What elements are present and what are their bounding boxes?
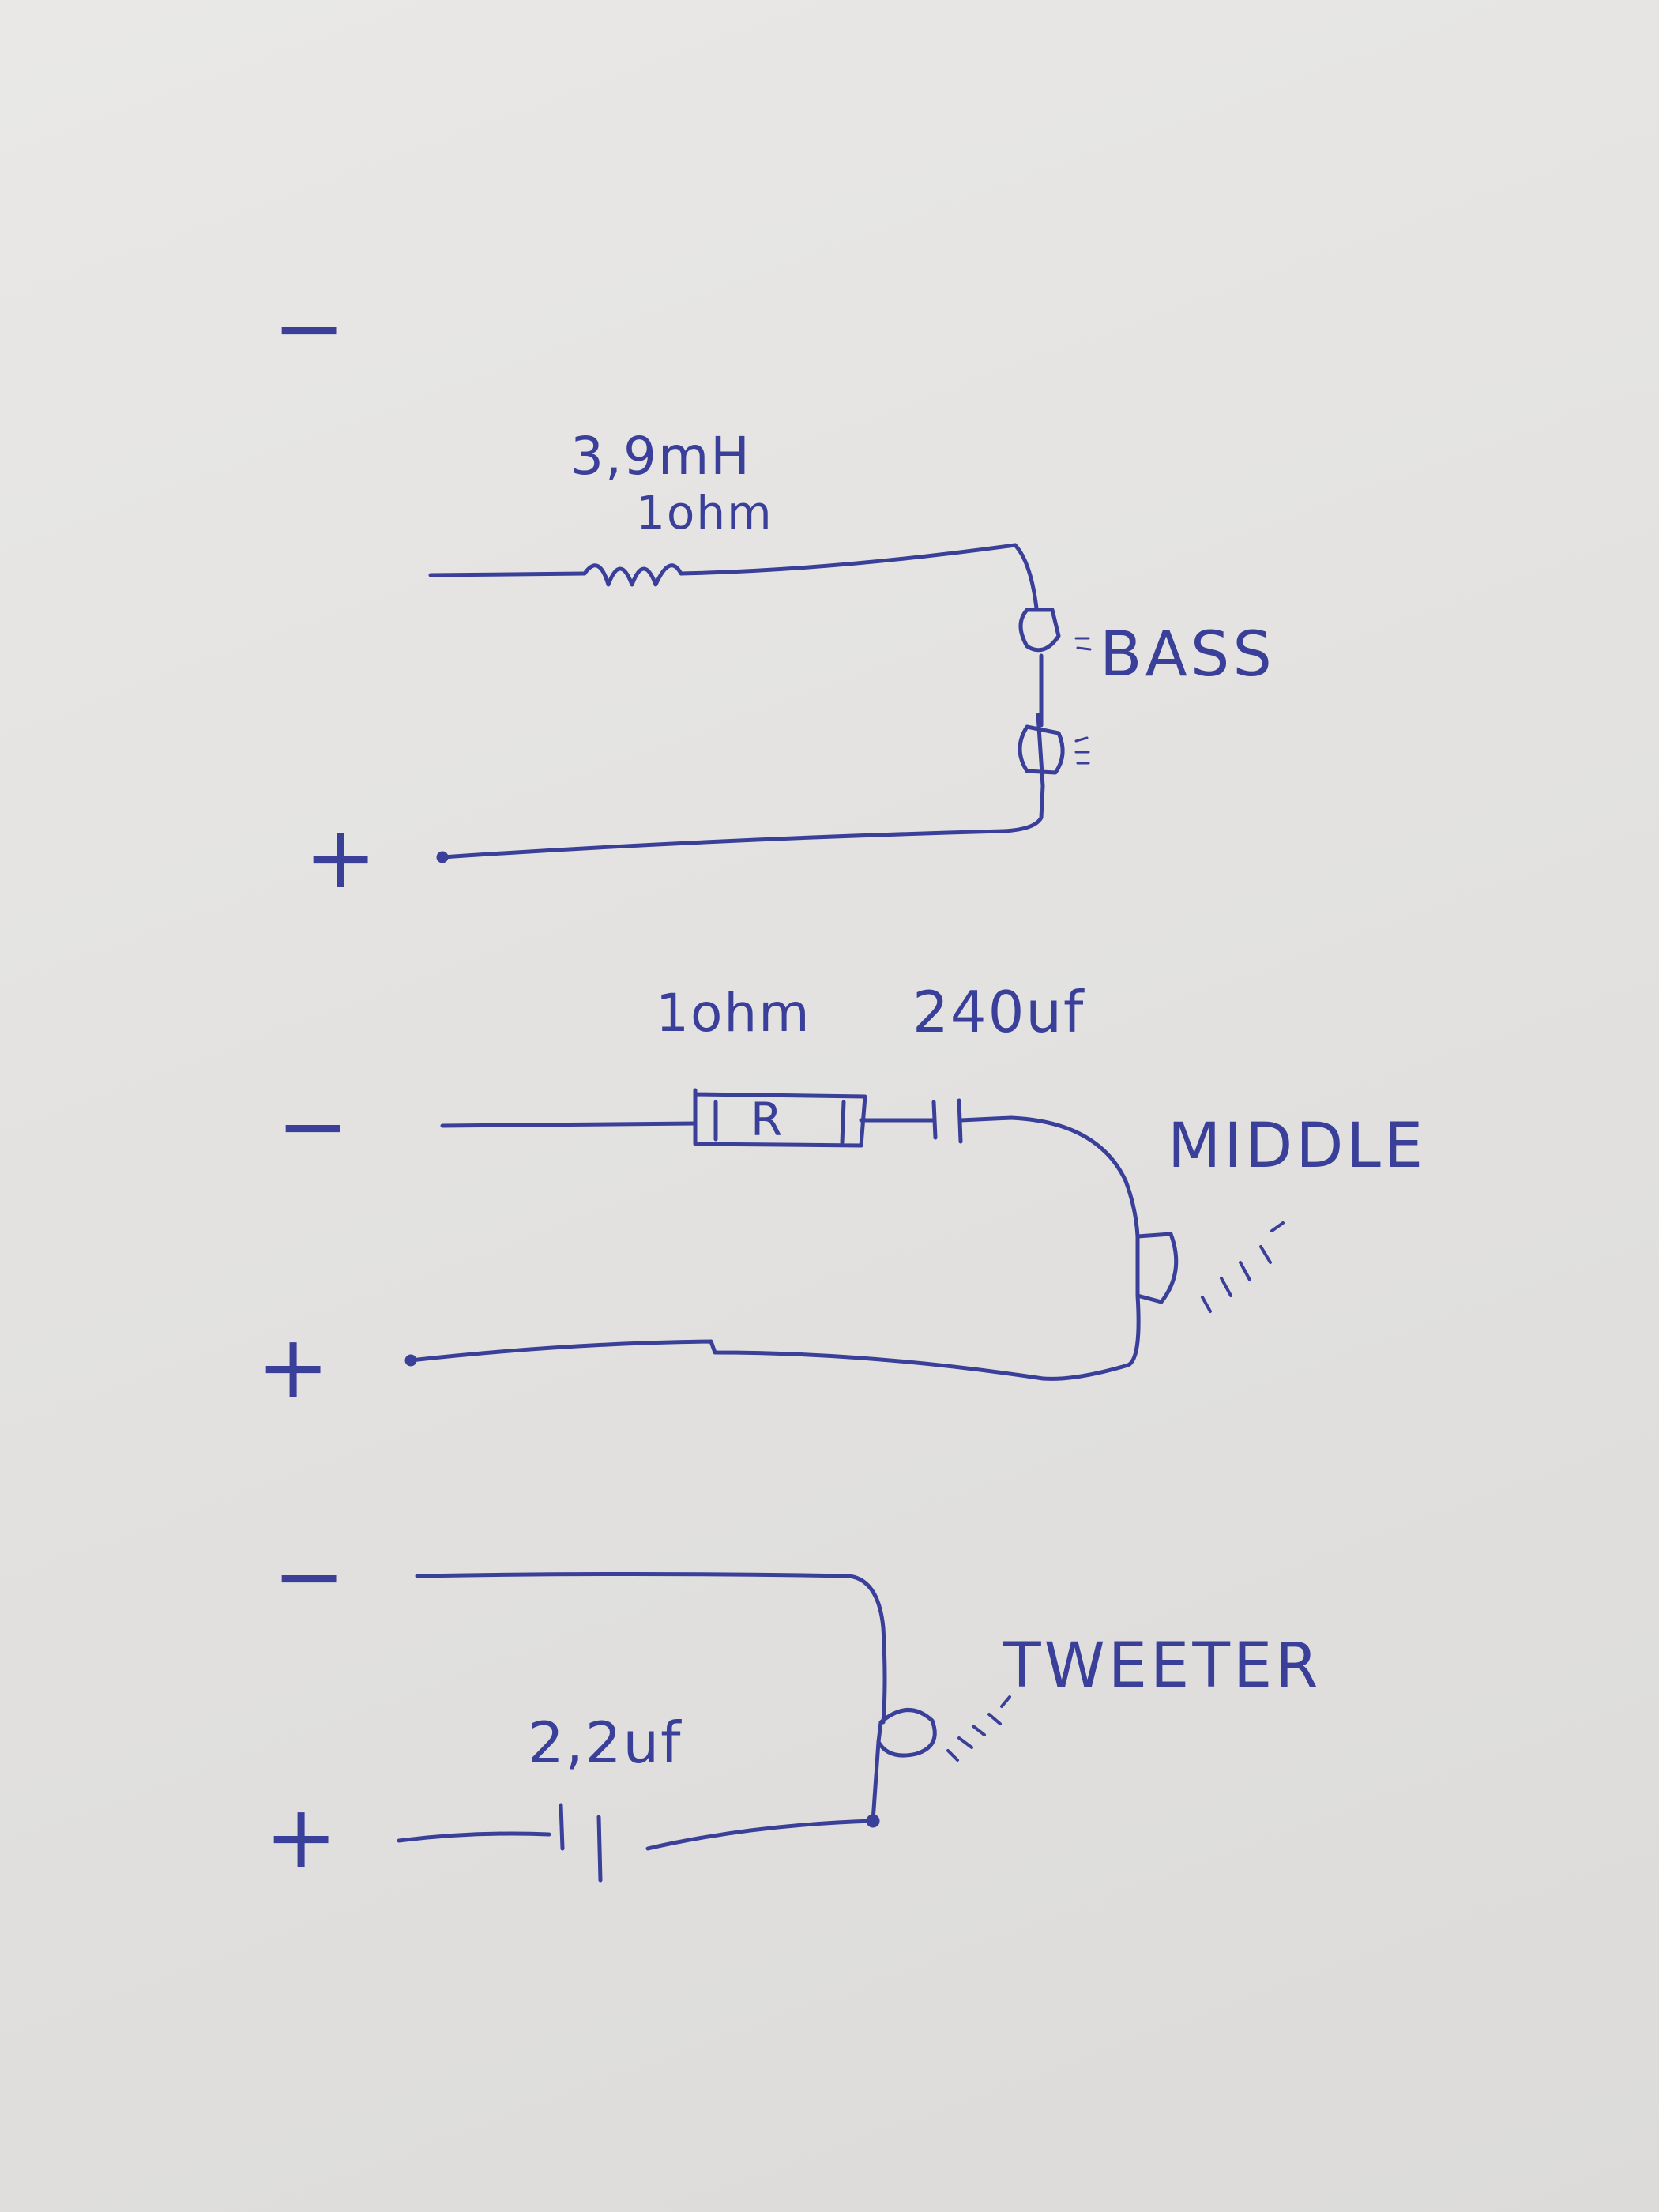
resistor-value-label: 1ohm bbox=[656, 983, 811, 1044]
bass-right-wire-top bbox=[1013, 543, 1039, 611]
middle-plus-sign: + bbox=[257, 1316, 330, 1417]
middle-speaker-label: MIDDLE bbox=[1168, 1111, 1427, 1182]
middle-plus-wire bbox=[408, 1339, 1045, 1381]
bass-plus-sign: + bbox=[304, 807, 378, 908]
tweeter-speaker-label: TWEETER bbox=[1003, 1631, 1322, 1702]
tweeter-junction-dot bbox=[866, 1814, 880, 1828]
bass-speaker-lower-icon bbox=[1018, 713, 1065, 788]
tweeter-speaker-icon bbox=[876, 1708, 937, 1758]
middle-plus-terminal-dot bbox=[404, 1354, 417, 1367]
tweeter-capacitor-symbol bbox=[559, 1803, 603, 1883]
tweeter-plus-sign: + bbox=[265, 1786, 338, 1887]
tweeter-minus-wire bbox=[415, 1572, 887, 1725]
bass-speaker-upper-icon bbox=[1018, 608, 1061, 653]
bass-speaker-label: BASS bbox=[1100, 619, 1275, 690]
bass-sound-waves-upper bbox=[1074, 637, 1092, 651]
inductor-resistance-label: 1ohm bbox=[636, 486, 773, 540]
middle-capacitor-to-speaker-wire bbox=[958, 1115, 1140, 1239]
tweeter-sound-waves bbox=[946, 1695, 1011, 1762]
tweeter-right-wire bbox=[871, 1740, 881, 1823]
middle-speaker-icon bbox=[1135, 1232, 1179, 1304]
bass-minus-wire bbox=[428, 571, 587, 577]
tweeter-plus-wire-right bbox=[645, 1819, 875, 1851]
tweeter-plus-wire-left bbox=[397, 1831, 551, 1843]
tweeter-capacitor-value-label: 2,2uf bbox=[528, 1710, 683, 1776]
inductor-symbol bbox=[582, 563, 683, 587]
bass-minus-wire-right bbox=[679, 543, 1018, 576]
inductor-value-label: 3,9mH bbox=[570, 426, 751, 487]
middle-minus-sign: − bbox=[276, 1075, 350, 1176]
tweeter-minus-sign: − bbox=[273, 1525, 346, 1627]
bass-plus-terminal-dot bbox=[436, 851, 449, 863]
bass-minus-sign: − bbox=[273, 277, 346, 378]
bass-plus-wire bbox=[440, 829, 1006, 860]
middle-capacitor-value-label: 240uf bbox=[912, 979, 1085, 1045]
bass-right-wire-bottom bbox=[1001, 784, 1045, 833]
middle-capacitor-symbol bbox=[931, 1098, 963, 1144]
middle-right-wire bbox=[1040, 1293, 1141, 1381]
resistor-symbol-letter: R bbox=[750, 1093, 784, 1146]
middle-sound-waves bbox=[1201, 1221, 1285, 1313]
bass-sound-waves-lower bbox=[1074, 736, 1090, 765]
middle-minus-wire bbox=[440, 1121, 698, 1128]
